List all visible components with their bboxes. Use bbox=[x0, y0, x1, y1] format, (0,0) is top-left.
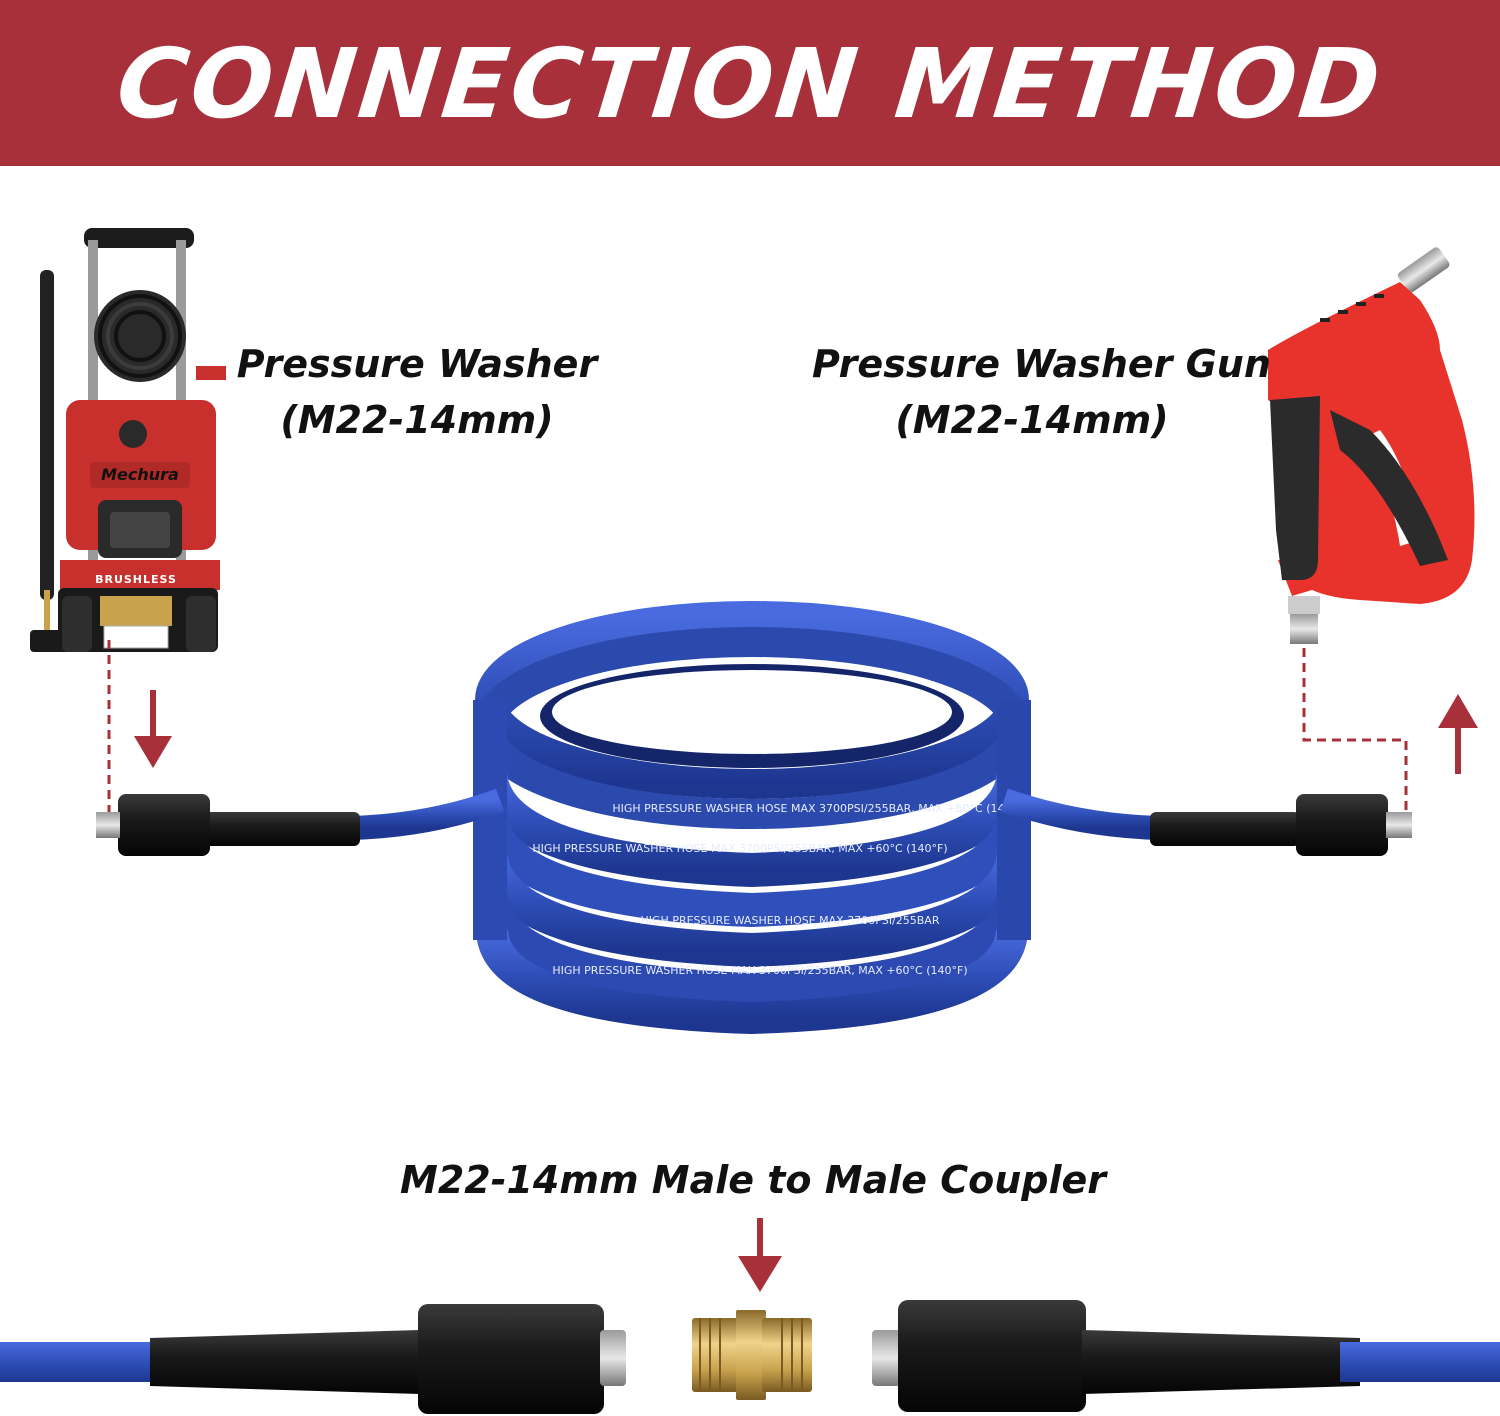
pressure-washer-image: Mechura BRUSHLESS bbox=[30, 228, 226, 652]
pressure-washer-label-name: Pressure Washer bbox=[236, 342, 598, 386]
hose-print-3: HIGH PRESSURE WASHER HOSE MAX 3700PSI/25… bbox=[641, 914, 940, 927]
bottom-right-hose bbox=[872, 1300, 1500, 1412]
down-arrow-icon bbox=[134, 690, 172, 768]
bottom-left-hose bbox=[0, 1304, 626, 1414]
coupler-label: M22-14mm Male to Male Coupler bbox=[400, 1158, 1107, 1202]
pressure-washer-gun-label-name: Pressure Washer Gun bbox=[812, 342, 1271, 386]
hose-print-1: HIGH PRESSURE WASHER HOSE MAX 3700PSI/25… bbox=[612, 802, 1027, 815]
hose-print-2: HIGH PRESSURE WASHER HOSE MAX 3700PSI/25… bbox=[532, 842, 947, 855]
left-hose-fitting bbox=[96, 794, 360, 856]
brass-coupler bbox=[692, 1310, 812, 1400]
washer-badge: BRUSHLESS bbox=[95, 573, 177, 586]
coiled-hose-image: HIGH PRESSURE WASHER HOSE MAX 3700PSI/25… bbox=[349, 601, 1161, 1035]
pressure-washer-gun-label: Pressure Washer Gun (M22-14mm) bbox=[812, 336, 1271, 448]
up-arrow-icon bbox=[1438, 694, 1478, 774]
pressure-washer-label: Pressure Washer (M22-14mm) bbox=[232, 336, 602, 448]
pressure-washer-gun-image bbox=[1268, 247, 1475, 644]
coupler-arrow-icon bbox=[738, 1218, 782, 1292]
gun-dashed-line bbox=[1302, 648, 1408, 822]
title-banner: CONNECTION METHOD bbox=[0, 0, 1500, 166]
right-hose-fitting bbox=[1150, 794, 1412, 856]
washer-brand: Mechura bbox=[101, 465, 179, 484]
pressure-washer-label-size: (M22-14mm) bbox=[280, 398, 554, 442]
hose-print-4: HIGH PRESSURE WASHER HOSE MAX 3700PSI/25… bbox=[552, 964, 967, 977]
pressure-washer-gun-label-size: (M22-14mm) bbox=[895, 398, 1169, 442]
